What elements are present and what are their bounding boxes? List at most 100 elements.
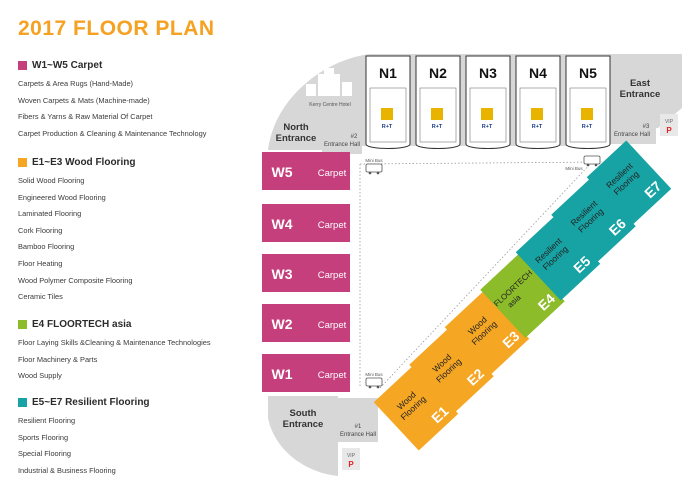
mini-bus-label: Mini Bus: [565, 166, 583, 171]
hall-e2[interactable]: WoodFlooring E2: [409, 327, 494, 414]
hall-id: W4: [272, 216, 293, 232]
hall-n2[interactable]: N2 R+T: [415, 55, 461, 149]
hall-id: N3: [479, 65, 497, 81]
legend-heading: E4 FLOORTECH asia: [18, 317, 268, 331]
hall-category: Carpet: [318, 220, 347, 231]
legend-floortech: E4 FLOORTECH asia Floor Laying Skills &C…: [18, 317, 268, 385]
hall-category: Carpet: [318, 320, 347, 331]
bus-icon: Mini Bus: [565, 155, 601, 171]
hall-id: N1: [379, 65, 397, 81]
hall-n4[interactable]: N4 R+T: [515, 55, 561, 149]
legend-item: Bamboo Flooring: [18, 242, 75, 252]
mini-bus-route: [359, 161, 603, 389]
legend-item: Fibers & Yarns & Raw Material Of Carpet: [18, 112, 153, 122]
hall-e7[interactable]: ResilientFlooring E7: [586, 140, 672, 226]
hall-id: W2: [272, 316, 293, 332]
legend-item: Floor Machinery & Parts: [18, 354, 98, 364]
hall-w3[interactable]: W3 Carpet: [262, 254, 350, 292]
parking-label-east: P: [666, 126, 672, 135]
legend-wood: E1~E3 Wood Flooring Solid Wood Flooring …: [18, 155, 268, 306]
mini-bus-label: Mini Bus: [365, 158, 383, 163]
hall-e1[interactable]: WoodFlooring E1: [373, 365, 459, 451]
legend-item: Industrial & Business Flooring: [18, 465, 116, 475]
rt-logo-icon: [481, 108, 493, 120]
mini-bus-label: Mini Bus: [365, 372, 383, 377]
north-halls: N1 R+T N2 R+T N3 R+T N4 R+T: [365, 55, 611, 149]
legend-item: Solid Wood Flooring: [18, 176, 85, 185]
hall-n3[interactable]: N3 R+T: [465, 55, 511, 149]
legend-item: Cork Flooring: [18, 225, 63, 235]
legend-carpet: W1~W5 Carpet Carpets & Area Rugs (Hand-M…: [18, 58, 268, 142]
hall-n5[interactable]: N5 R+T: [565, 55, 611, 149]
legend-item: Resilient Flooring: [18, 416, 76, 425]
rt-logo-icon: [531, 108, 543, 120]
rt-logo-icon: [431, 108, 443, 120]
bus-icon: Mini Bus: [365, 158, 383, 175]
legend-resilient: E5~E7 Resilient Flooring Resilient Floor…: [18, 395, 268, 479]
hall-e6[interactable]: ResilientFlooring E6: [551, 177, 636, 264]
hall-w5[interactable]: W5 Carpet: [262, 152, 350, 190]
hall-id: N2: [429, 65, 447, 81]
east-halls: WoodFlooring E1 WoodFlooring E2 WoodFloo…: [373, 140, 672, 451]
legend-item: Ceramic Tiles: [18, 292, 63, 302]
legend-item: Sports Flooring: [18, 432, 69, 442]
vip-label-east: VIP: [665, 119, 674, 125]
legend-item: Engineered Wood Flooring: [18, 192, 106, 202]
legend-heading-text: E5~E7 Resilient Flooring: [32, 396, 150, 408]
west-halls: W5 Carpet W4 Carpet W3 Carpet W2 Carpet …: [262, 152, 350, 392]
hotel-icon: [306, 68, 352, 96]
hall-id: W5: [272, 164, 293, 180]
swatch-wood: [18, 157, 27, 167]
hall-w4[interactable]: W4 Carpet: [262, 204, 350, 242]
hall-category: Carpet: [318, 168, 347, 179]
bus-icon: Mini Bus: [365, 372, 383, 389]
rt-logo-text: R+T: [482, 124, 493, 130]
hall-id: N4: [529, 65, 547, 81]
legend-item: Carpet Production & Cleaning & Maintenan…: [18, 128, 207, 138]
rt-logo-icon: [581, 108, 593, 120]
legend-item: Woven Carpets & Mats (Machine-made): [18, 95, 150, 105]
vip-label-south: VIP: [347, 453, 356, 459]
swatch-resilient: [18, 397, 27, 407]
hall-id: W3: [272, 266, 293, 282]
legend-heading: E1~E3 Wood Flooring: [18, 155, 268, 169]
hall-id: W1: [272, 366, 293, 382]
hall-n1[interactable]: N1 R+T: [365, 55, 411, 149]
legend-item: Carpets & Area Rugs (Hand-Made): [18, 79, 134, 88]
hall-category: Carpet: [318, 270, 347, 281]
legend-item: Floor Heating: [18, 258, 63, 268]
swatch-carpet: [18, 60, 27, 70]
entrance-hall-3: [610, 118, 656, 144]
hall-e5[interactable]: ResilientFlooring E5: [515, 215, 601, 301]
hall-category: Carpet: [318, 370, 347, 381]
hall-e4[interactable]: FLOORTECHasia E4: [480, 252, 565, 339]
parking-label-south: P: [348, 460, 354, 469]
legend-item: Wood Polymer Composite Flooring: [18, 275, 133, 285]
legend-item: Laminated Flooring: [18, 209, 82, 219]
vip-parking-east: [660, 114, 678, 136]
hotel-label: Kerry Centre Hotel: [309, 102, 350, 108]
hall-id: N5: [579, 65, 597, 81]
rt-logo-text: R+T: [532, 124, 543, 130]
rt-logo-text: R+T: [382, 124, 393, 130]
hall-e3[interactable]: WoodFlooring E3: [444, 290, 530, 376]
legend-heading-text: E4 FLOORTECH asia: [32, 318, 132, 330]
legend-item: Wood Supply: [18, 371, 62, 381]
legend-item: Special Flooring: [18, 449, 71, 459]
site-outline-south: [268, 396, 338, 476]
hall-w2[interactable]: W2 Carpet: [262, 304, 350, 342]
entrance-hall-2: [322, 126, 362, 154]
swatch-floortech: [18, 319, 27, 329]
legend-heading: E5~E7 Resilient Flooring: [18, 395, 268, 409]
rt-logo-icon: [381, 108, 393, 120]
hall-w1[interactable]: W1 Carpet: [262, 354, 350, 392]
legend-heading-text: W1~W5 Carpet: [32, 59, 103, 71]
page-title: 2017 FLOOR PLAN: [18, 17, 215, 40]
